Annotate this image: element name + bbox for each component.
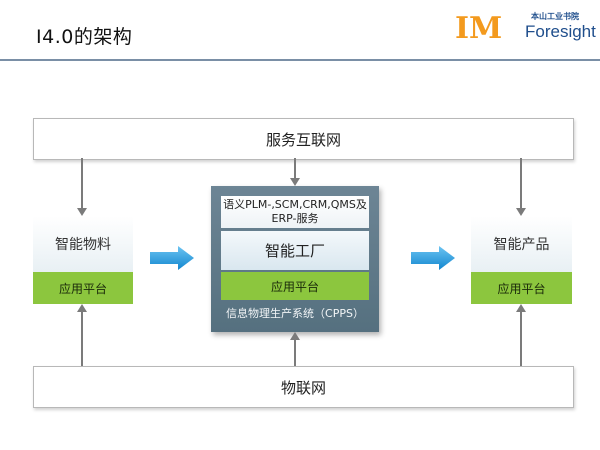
service-internet-bar: 服务互联网: [33, 118, 574, 160]
connector-top-right: [516, 158, 526, 216]
smart-material-box: 智能物料 应用平台: [33, 216, 133, 304]
services-line-1: 语义PLM-,SCM,CRM,QMS及: [223, 198, 367, 211]
iot-bar: 物联网: [33, 366, 574, 408]
flow-arrow-right-icon: [150, 246, 194, 270]
arrow-down-icon: [77, 208, 87, 216]
connector-top-center: [290, 158, 300, 186]
cpps-frame: 语义PLM-,SCM,CRM,QMS及 ERP-服务 智能工厂 应用平台 信息物…: [211, 186, 379, 332]
arrow-up-icon: [77, 304, 87, 312]
semantic-services-box: 语义PLM-,SCM,CRM,QMS及 ERP-服务: [221, 196, 369, 228]
imforesight-logo: IM 本山工业书院 Foresight: [455, 10, 596, 48]
logo-foresight-text: Foresight: [525, 22, 596, 41]
smart-factory-box: 智能工厂: [221, 231, 369, 270]
right-platform-label: 应用平台: [471, 272, 572, 304]
connector-bottom-center: [290, 332, 300, 366]
center-platform-label: 应用平台: [221, 272, 369, 300]
left-platform-label: 应用平台: [33, 272, 133, 304]
connector-bottom-right: [516, 304, 526, 366]
logo-im-mark: IM: [455, 11, 503, 46]
page-title: I4.0的架构: [36, 26, 133, 48]
arrow-up-icon: [290, 332, 300, 340]
arrow-down-icon: [290, 178, 300, 186]
cpps-label: 信息物理生产系统（CPPS）: [226, 307, 364, 320]
arrow-up-icon: [516, 304, 526, 312]
arrow-down-icon: [516, 208, 526, 216]
logo-subtitle: 本山工业书院: [531, 12, 579, 21]
smart-material-label: 智能物料: [33, 216, 133, 272]
smart-product-label: 智能产品: [471, 216, 572, 272]
services-line-2: ERP-服务: [271, 212, 319, 225]
header-divider: [0, 59, 600, 61]
smart-product-box: 智能产品 应用平台: [471, 216, 572, 304]
connector-bottom-left: [77, 304, 87, 366]
flow-arrow-right-icon: [411, 246, 455, 270]
connector-top-left: [77, 158, 87, 216]
